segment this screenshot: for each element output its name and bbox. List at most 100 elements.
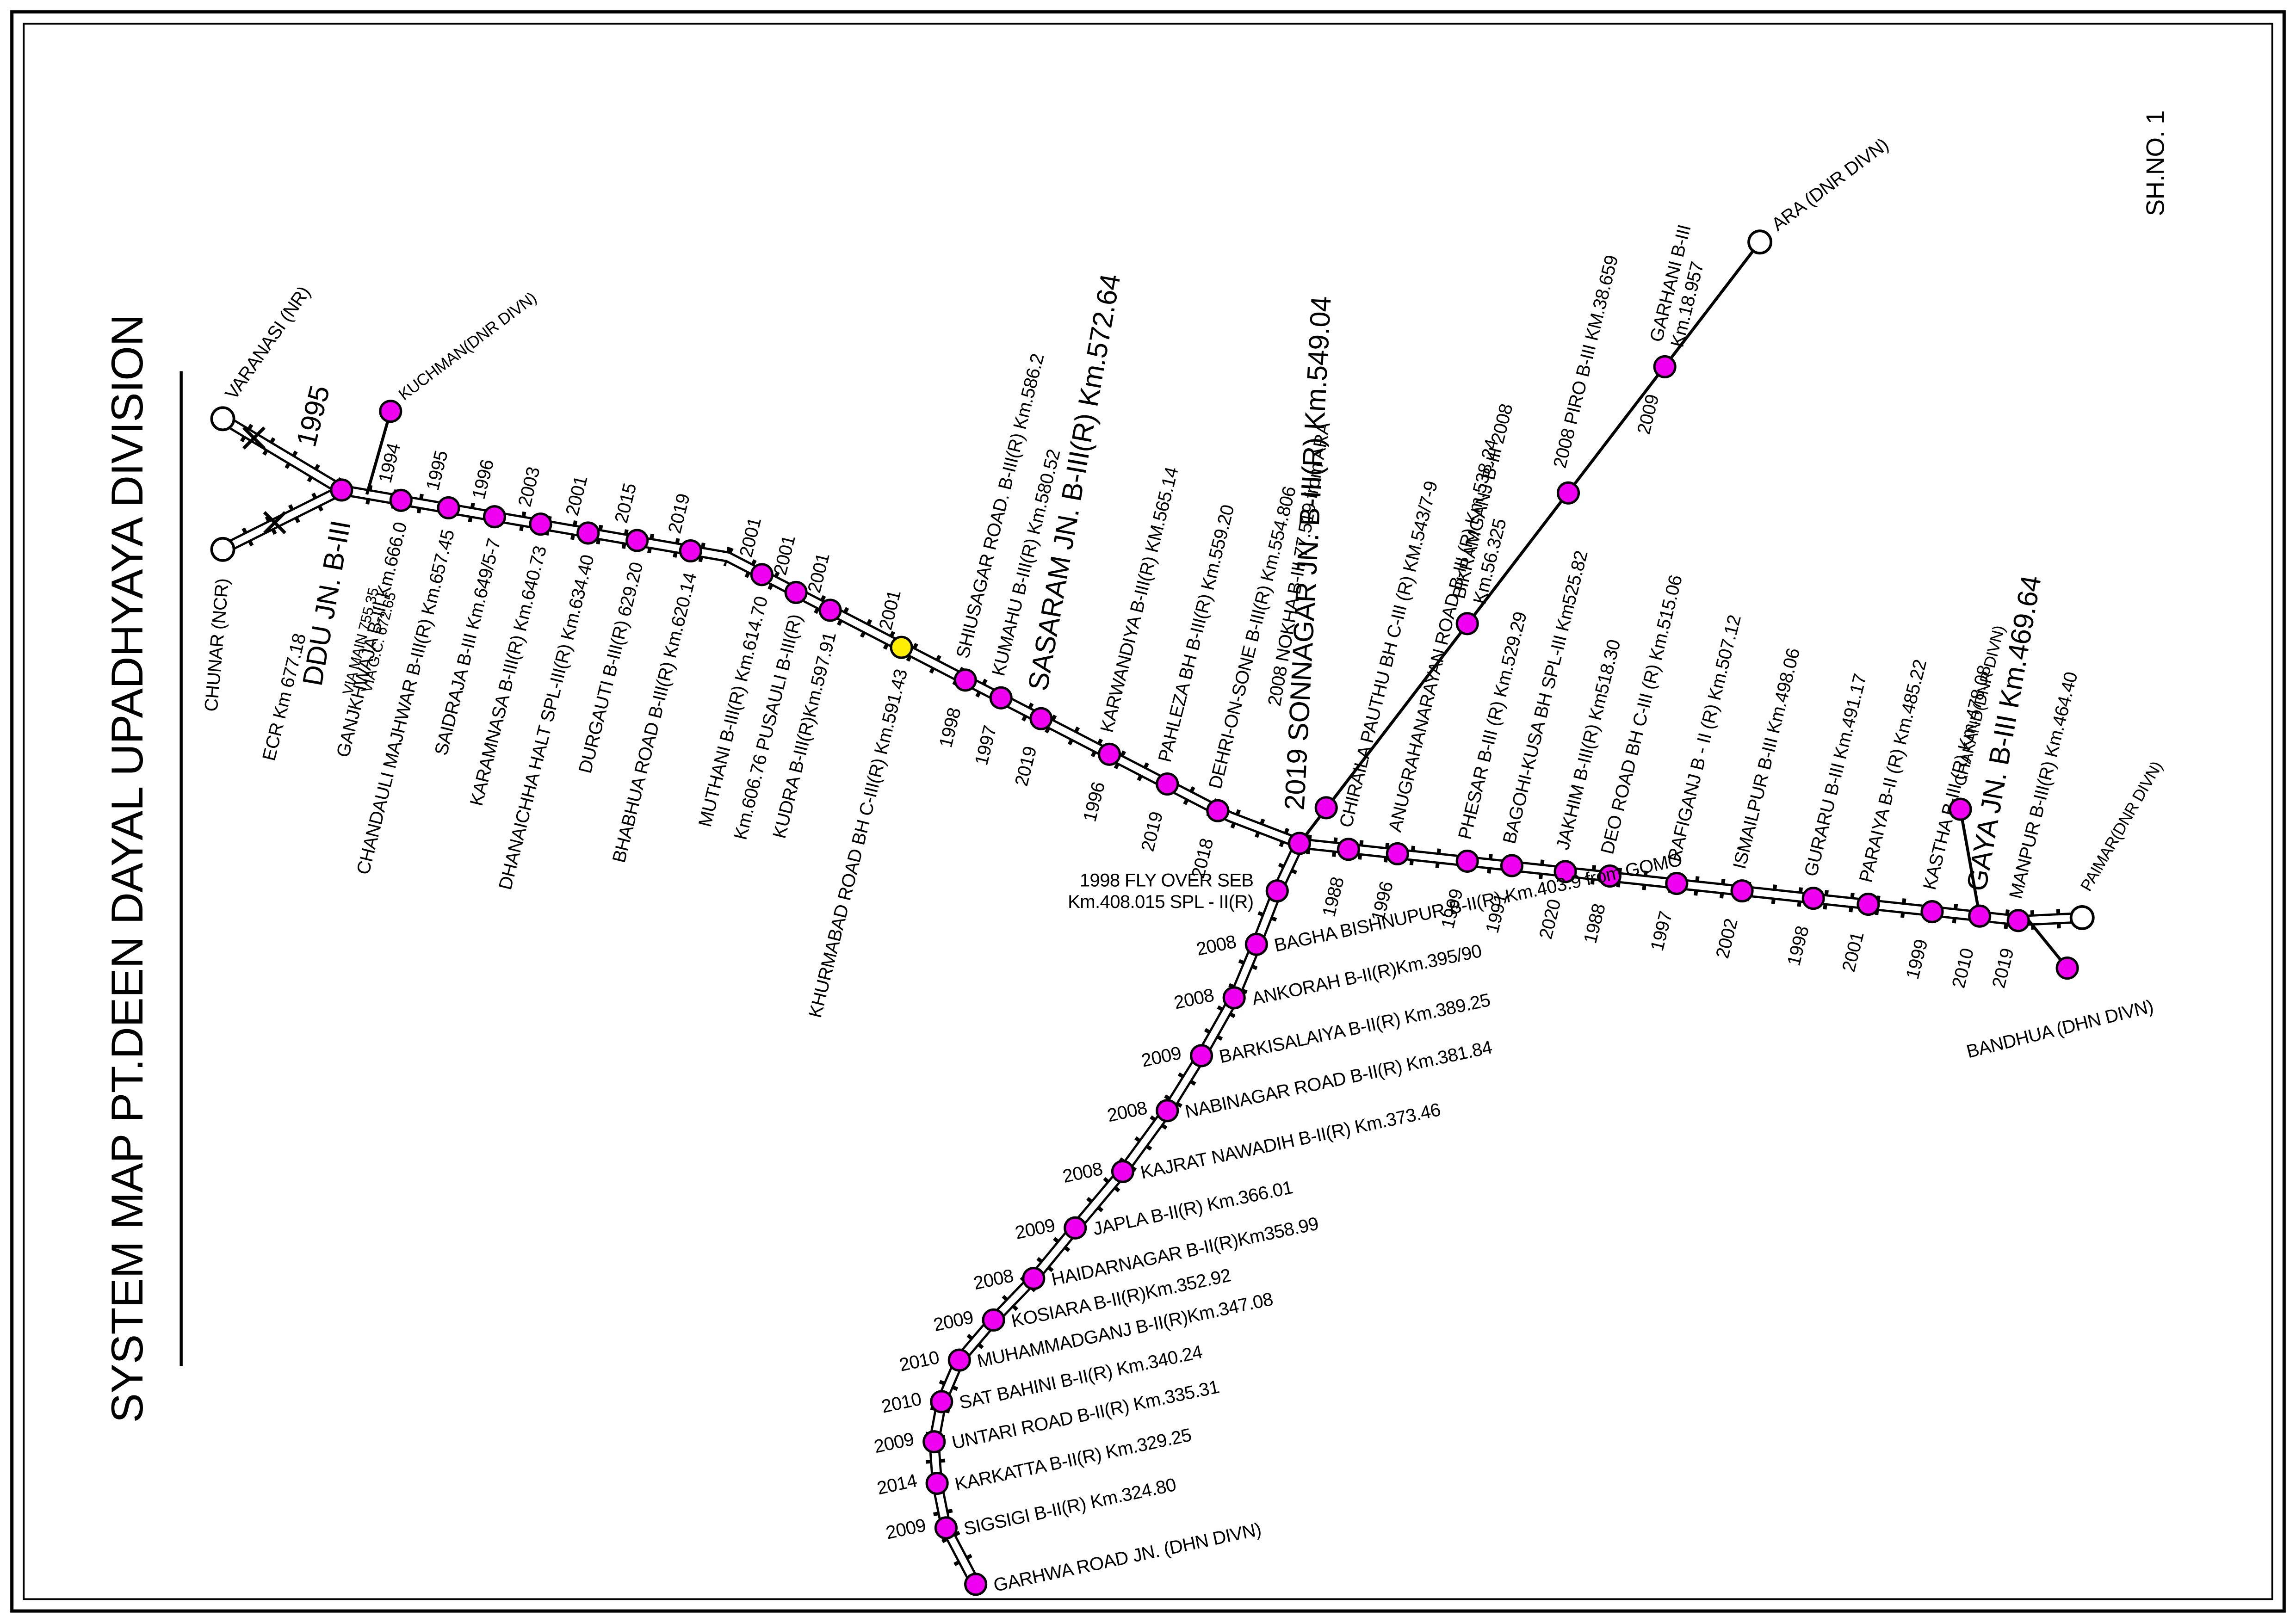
station-year-sigsigi: 2009 bbox=[884, 1515, 928, 1543]
inner-border bbox=[23, 23, 2273, 1600]
station-label-kajrat: KAJRAT NAWADIH B-II(R) Km.373.46 bbox=[1139, 1099, 1442, 1183]
station-year-karwandiya: 1996 bbox=[1079, 780, 1109, 824]
station-year-ddu: 1995 bbox=[290, 383, 335, 450]
station-dot-kastha bbox=[1920, 900, 1944, 924]
station-year-muhammadganj: 2010 bbox=[897, 1347, 941, 1376]
station-dot-sat-bahini bbox=[930, 1390, 953, 1413]
station-label-flyover-seb: Km.408.015 SPL - II(R) bbox=[1068, 891, 1253, 912]
station-label-kuchman: KUCHMAN(DNR DIVN) bbox=[396, 289, 540, 404]
station-dot-sonnagar bbox=[1287, 832, 1311, 855]
station-dot-khurmabad bbox=[890, 636, 913, 659]
track-chakand-stub bbox=[1959, 808, 1981, 917]
station-year-ismailpur: 2002 bbox=[1712, 917, 1742, 961]
station-label-chunar: CHUNAR (NCR) bbox=[200, 578, 233, 712]
station-year-haidarnagar: 2008 bbox=[972, 1265, 1015, 1294]
station-dot-karwandiya bbox=[1097, 742, 1121, 766]
station-dot-untari bbox=[922, 1430, 946, 1454]
station-year-chiraila: 1988 bbox=[1318, 875, 1348, 919]
station-label-deo-road: DEO ROAD BH C-III (R) Km.515.06 bbox=[1597, 573, 1686, 856]
station-dot-kosiara bbox=[982, 1308, 1005, 1332]
track-core-chunar-stub bbox=[221, 487, 343, 553]
station-year-kumahu: 1997 bbox=[971, 723, 1001, 767]
ecr-km-note: ECR Km 677.18 bbox=[258, 631, 310, 763]
station-circle-ara bbox=[1747, 229, 1773, 255]
station-dot-bandhua bbox=[2055, 957, 2079, 980]
station-dot-flyover-seb bbox=[1265, 879, 1289, 903]
station-dot-pahleza bbox=[1156, 772, 1179, 796]
station-dot-garhwa bbox=[964, 1573, 988, 1596]
station-dot-nokha bbox=[1314, 796, 1338, 820]
station-year-pusauli: 2001 bbox=[769, 533, 799, 577]
crossing-x-mark bbox=[242, 426, 266, 450]
station-dot-ismailpur bbox=[1730, 879, 1754, 903]
station-dot-muhammadganj bbox=[947, 1348, 971, 1372]
station-dot-ganjkhwaja bbox=[389, 488, 413, 512]
station-year-paraiya: 2001 bbox=[1838, 930, 1868, 974]
station-dot-rafiganj bbox=[1665, 872, 1689, 895]
station-dot-dehri bbox=[1206, 799, 1230, 822]
station-year-kajrat: 2008 bbox=[1061, 1158, 1104, 1187]
station-dot-barkisalaiya bbox=[1190, 1044, 1213, 1068]
station-year-ankorah: 2008 bbox=[1172, 984, 1216, 1013]
station-year-untari: 2009 bbox=[872, 1428, 916, 1457]
station-label-rafiganj: RAFIGANJ B - II (R) Km.507.12 bbox=[1664, 613, 1745, 864]
outer-border bbox=[10, 10, 2286, 1613]
station-dot-jakhim bbox=[1553, 860, 1577, 883]
station-dot-kudra bbox=[818, 599, 842, 622]
station-year-manpur: 2019 bbox=[1988, 946, 2018, 990]
station-year-saidraja: 1996 bbox=[468, 457, 498, 501]
station-dot-bikramganj bbox=[1455, 612, 1479, 636]
station-dot-manpur bbox=[2006, 909, 2030, 932]
station-year-kudra: 2001 bbox=[804, 551, 834, 595]
station-year-dhanaichha: 2001 bbox=[562, 474, 592, 518]
station-dot-gaya bbox=[1968, 904, 1992, 928]
station-year-sat-bahini: 2010 bbox=[879, 1388, 923, 1417]
station-dot-saidraja bbox=[483, 505, 507, 529]
station-label-paimar: PAIMAR(DNR DIVN) bbox=[2077, 759, 2166, 895]
station-label-guraru: GURARU B-III Km.491.17 bbox=[1800, 672, 1870, 878]
station-dot-japla bbox=[1064, 1216, 1087, 1240]
station-year-nabinagar: 2008 bbox=[1105, 1097, 1149, 1126]
station-year-barkisalaiya: 2009 bbox=[1139, 1043, 1183, 1071]
station-dot-deo-road bbox=[1598, 864, 1621, 888]
station-label-garhwa: GARHWA ROAD JN. (DHN DIVN) bbox=[991, 1518, 1263, 1596]
station-year-japla: 2009 bbox=[1013, 1215, 1057, 1243]
station-label-ismailpur: ISMAILPUR B-III Km.498.06 bbox=[1729, 646, 1804, 871]
station-year-karamnasa: 2003 bbox=[514, 465, 544, 509]
station-dot-shiusagar bbox=[953, 668, 977, 692]
map-title: SYSTEM MAP PT.DEEN DAYAL UPADHYAYA DIVIS… bbox=[103, 315, 152, 1423]
station-label-dhanaichha: DHANAICHHA HALT SPL-III(R) Km.634.40 bbox=[495, 553, 598, 892]
station-dot-chiraila bbox=[1337, 838, 1360, 861]
station-dot-chakand bbox=[1949, 797, 1972, 821]
station-label-bandhua: BANDHUA (DHN DIVN) bbox=[1964, 996, 2155, 1062]
station-dot-ddu bbox=[330, 478, 353, 502]
station-dot-guraru bbox=[1801, 887, 1825, 910]
station-year-sasaram: 2019 bbox=[1011, 744, 1041, 788]
track-core-varanasi-stub bbox=[221, 416, 344, 493]
station-year-karkatta: 2014 bbox=[875, 1470, 919, 1499]
station-dot-pusauli bbox=[784, 580, 808, 604]
station-label-ara: ARA (DNR DIVN) bbox=[1768, 134, 1892, 235]
station-dot-durgauti bbox=[625, 529, 649, 552]
station-year-muthani: 2001 bbox=[735, 515, 765, 559]
station-circle-chunar bbox=[210, 537, 235, 562]
station-year-shiusagar: 1998 bbox=[935, 706, 965, 750]
station-dot-nabinagar bbox=[1156, 1099, 1179, 1123]
station-dot-anugrahanarayan bbox=[1386, 842, 1409, 865]
station-year-chandauli: 1995 bbox=[422, 449, 452, 493]
station-dot-paraiya bbox=[1857, 892, 1880, 916]
station-circle-varanasi bbox=[210, 406, 235, 432]
station-year-kosiara: 2009 bbox=[932, 1307, 975, 1335]
station-dot-muthani bbox=[750, 563, 774, 586]
station-dot-sasaram bbox=[1029, 707, 1053, 730]
track-core-south-branch bbox=[931, 842, 1303, 1586]
station-dot-haidarnagar bbox=[1022, 1266, 1046, 1290]
station-year-khurmabad: 2001 bbox=[875, 588, 905, 632]
station-dot-garhani bbox=[1653, 355, 1677, 378]
sheet-number: SH.NO. 1 bbox=[2141, 111, 2169, 216]
station-dot-piro bbox=[1556, 481, 1580, 505]
station-dot-bagohi bbox=[1500, 854, 1524, 877]
station-year-pahleza: 2019 bbox=[1137, 809, 1167, 853]
